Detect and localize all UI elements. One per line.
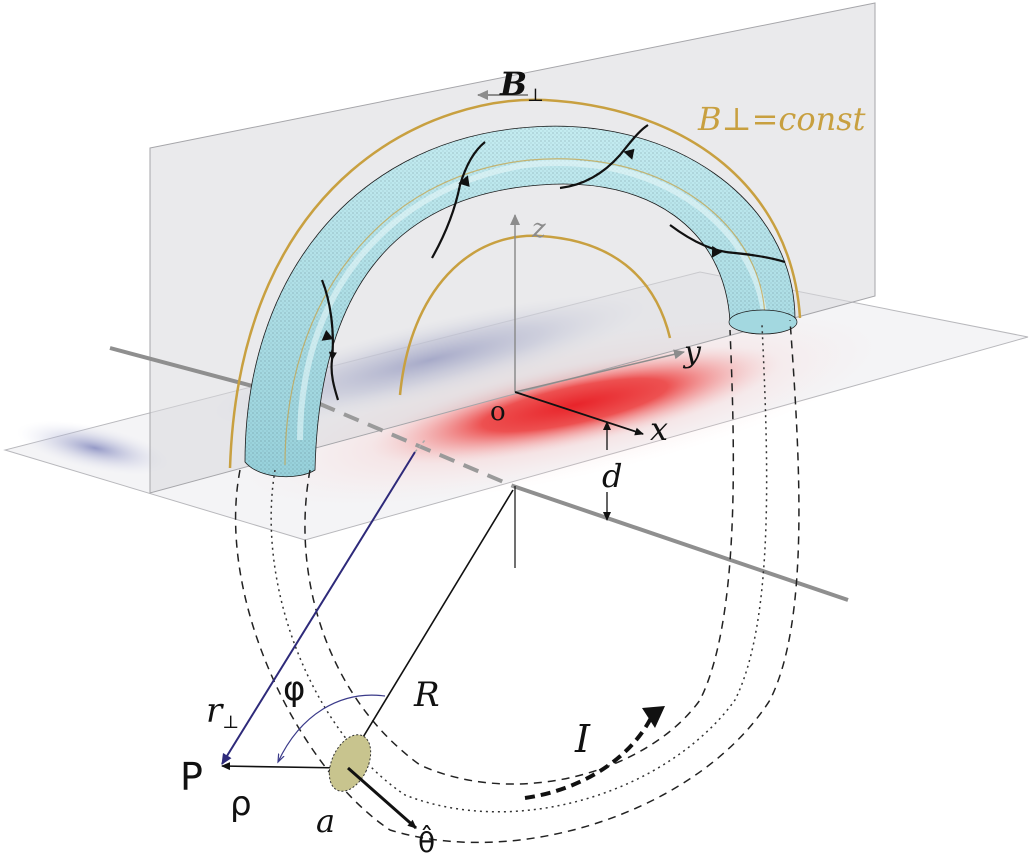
label-b-const: B⊥=const (697, 100, 866, 138)
label-current: I (574, 717, 591, 761)
label-axis-x: x (650, 410, 668, 448)
field-line-arrows (321, 148, 722, 341)
current-arrow (524, 706, 665, 800)
labels: B⊥ B⊥=const z y x o d R r⊥ φ P ρ a I θ̂ (180, 65, 866, 858)
field-line-4 (669, 224, 786, 264)
phi-arc (278, 694, 386, 762)
torus-outer-dashed (234, 319, 800, 844)
torus-inner-dashed (304, 329, 735, 785)
field-line-1 (320, 279, 340, 401)
label-rho: ρ (230, 784, 252, 824)
label-minor-radius: a (316, 802, 335, 840)
twisted-field-lines (320, 124, 786, 401)
b-const-contours (228, 98, 802, 469)
rho-vector (221, 762, 346, 771)
r-vector (347, 489, 514, 763)
label-depth: d (602, 457, 622, 495)
label-theta-hat: θ̂ (418, 823, 435, 858)
x-axis (514, 391, 644, 436)
b-const-contour-inner (398, 234, 672, 396)
flux-tube (244, 125, 798, 478)
b-const-contour-outer (228, 98, 802, 469)
subsurface-torus (234, 319, 800, 844)
label-axis-z: z (531, 214, 546, 244)
label-origin: o (490, 397, 506, 427)
label-b-perp: B⊥ (499, 65, 544, 106)
axes (510, 214, 685, 568)
y-axis (514, 349, 685, 393)
theta-hat-vector (347, 766, 417, 830)
label-phi: φ (283, 669, 305, 709)
label-radius: R (413, 675, 440, 715)
negative-polarity-tail (16, 420, 174, 476)
field-line-2 (431, 141, 486, 259)
r-perp-vector (221, 439, 426, 765)
label-point-p: P (180, 755, 203, 799)
field-line-3 (559, 124, 649, 190)
label-axis-y: y (682, 335, 702, 370)
label-r-perp: r⊥ (206, 691, 239, 733)
positive-polarity-patch (369, 346, 781, 464)
